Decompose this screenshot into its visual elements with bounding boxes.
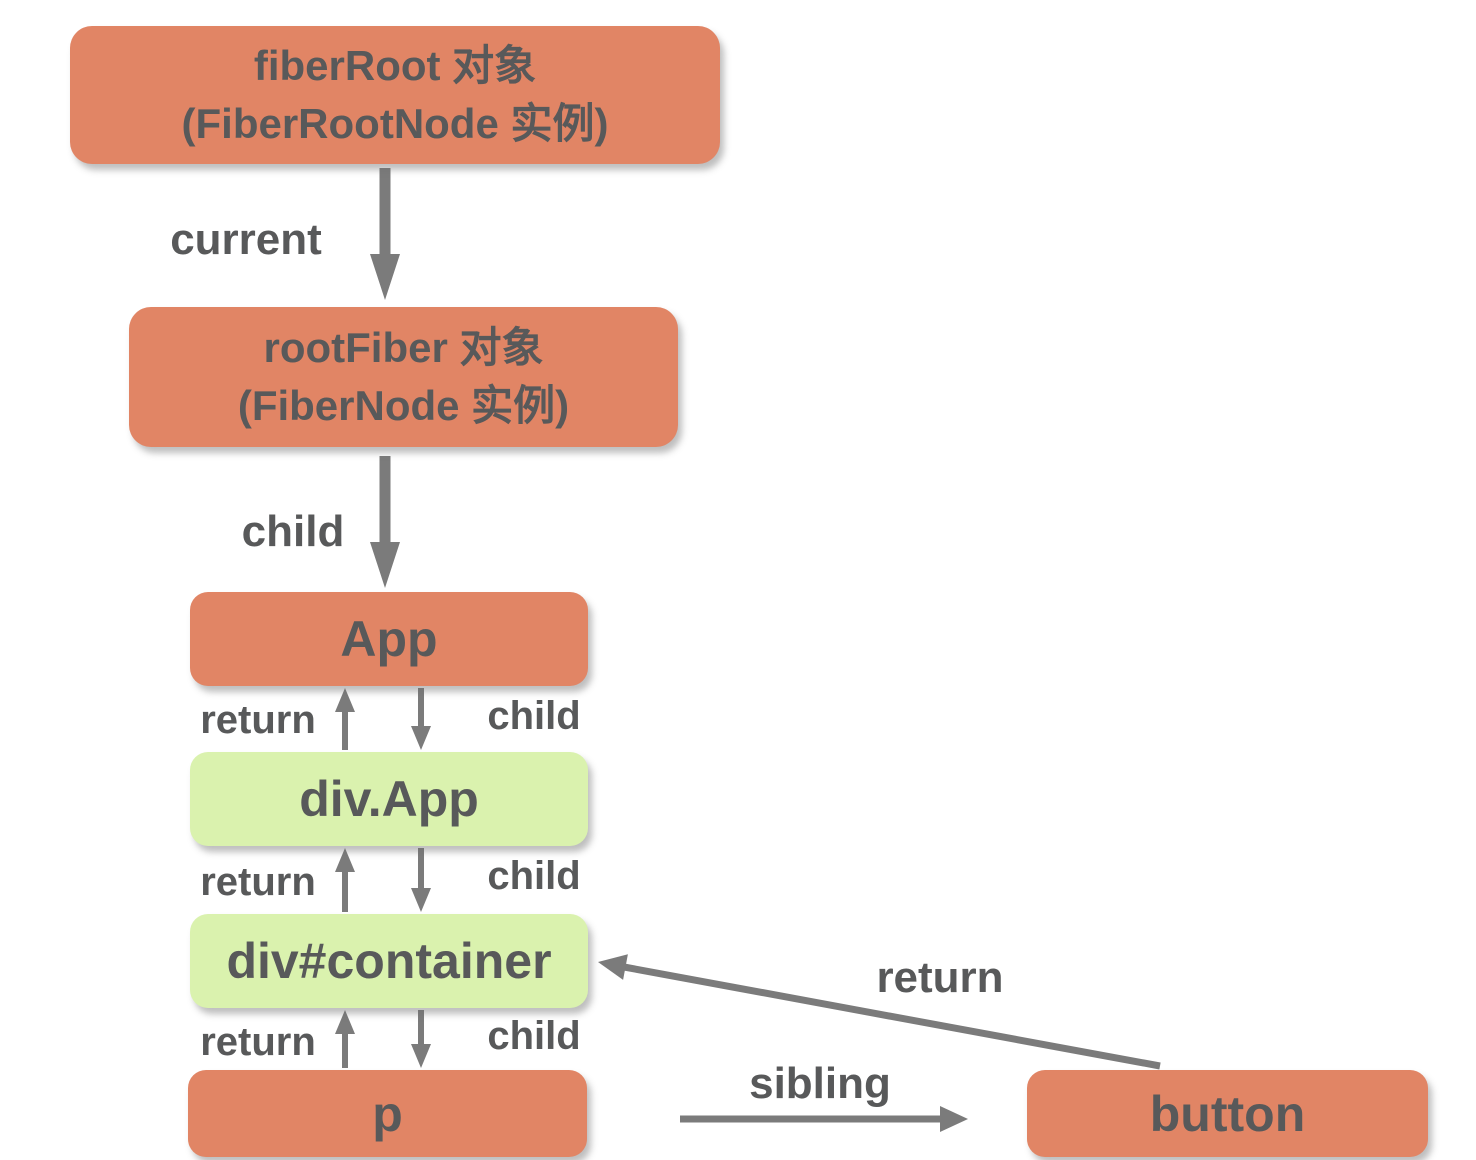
current-arrow xyxy=(370,168,400,300)
edge-label-return-1: return xyxy=(200,698,316,742)
node-p: p xyxy=(188,1070,587,1157)
node-root-fiber-line1: rootFiber 对象 xyxy=(263,324,544,372)
node-app: App xyxy=(190,592,588,686)
node-fiber-root-line2: (FiberRootNode 实例) xyxy=(181,100,609,147)
node-fiber-root: fiberRoot 对象 (FiberRootNode 实例) xyxy=(70,26,720,164)
edge-label-child-3: child xyxy=(487,1014,581,1058)
node-fiber-root-line1: fiberRoot 对象 xyxy=(253,42,537,90)
return-arrow-p-to-container xyxy=(335,1010,355,1068)
edge-label-return-3: return xyxy=(200,1020,316,1064)
return-arrow-container-to-divapp xyxy=(335,848,355,912)
edge-label-sibling: sibling xyxy=(749,1059,891,1108)
child-arrow-container-to-p xyxy=(411,1010,431,1068)
node-app-label: App xyxy=(340,611,438,667)
node-root-fiber: rootFiber 对象 (FiberNode 实例) xyxy=(129,307,678,447)
child-arrow-divapp-to-container xyxy=(411,848,431,912)
node-button: button xyxy=(1027,1070,1428,1157)
node-div-container-label: div#container xyxy=(226,933,552,989)
node-root-fiber-line2: (FiberNode 实例) xyxy=(237,382,570,429)
node-div-container: div#container xyxy=(190,914,588,1008)
edge-label-return-diagonal: return xyxy=(876,953,1004,1002)
edge-label-current: current xyxy=(170,215,322,264)
edge-label-return-2: return xyxy=(200,860,316,904)
node-div-app: div.App xyxy=(190,752,588,846)
edge-label-child-root: child xyxy=(241,507,345,556)
node-button-label: button xyxy=(1149,1085,1306,1142)
edge-label-child-2: child xyxy=(487,854,581,898)
return-arrow-divapp-to-app xyxy=(335,688,355,750)
child-arrow-root xyxy=(370,456,400,588)
return-diagonal-head xyxy=(598,954,628,980)
node-p-label: p xyxy=(372,1085,403,1142)
node-div-app-label: div.App xyxy=(299,771,479,827)
edge-label-child-1: child xyxy=(487,694,581,738)
sibling-arrow-head xyxy=(940,1106,968,1132)
child-arrow-app-to-divapp xyxy=(411,688,431,750)
